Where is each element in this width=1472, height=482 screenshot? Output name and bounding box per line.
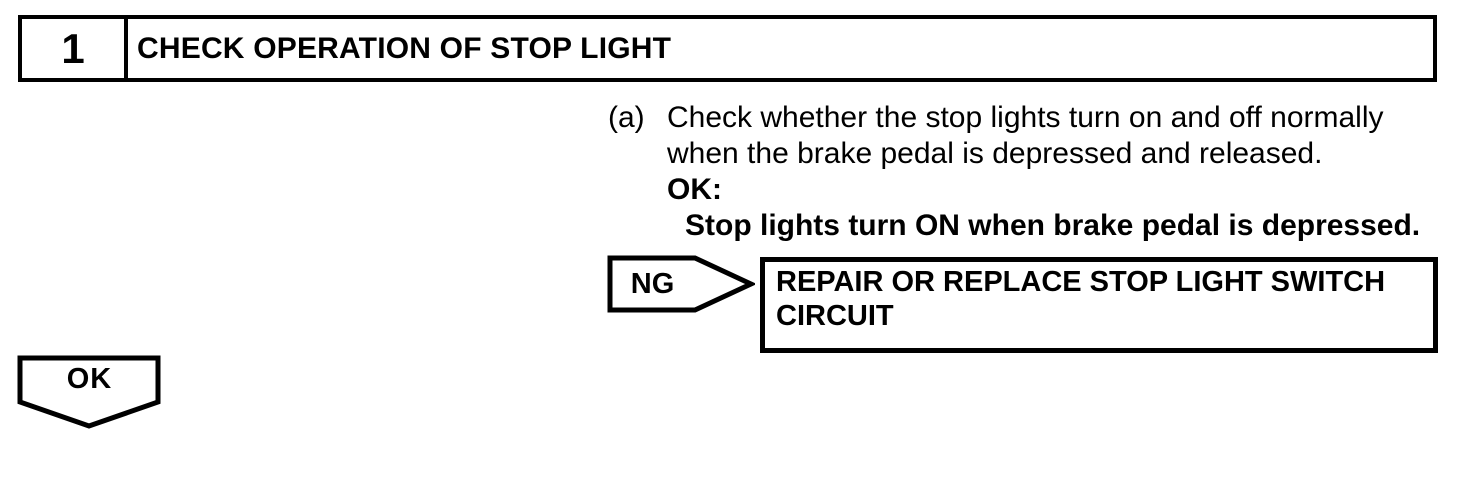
ok-spec-condition: Stop lights turn ON when brake pedal is …	[685, 209, 1421, 242]
instruction-line: (a) Check whether the stop lights turn o…	[608, 100, 1458, 136]
ok-branch-label: OK	[66, 362, 113, 395]
step-title: CHECK OPERATION OF STOP LIGHT	[137, 31, 672, 65]
ng-arrow-shape	[607, 255, 755, 313]
instruction-text-line-2: when the brake pedal is depressed and re…	[667, 137, 1323, 170]
instruction-block: (a) Check whether the stop lights turn o…	[608, 100, 1458, 244]
instruction-text-line-1: Check whether the stop lights turn on an…	[667, 101, 1384, 134]
step-header: 1 CHECK OPERATION OF STOP LIGHT	[18, 15, 1437, 82]
ng-branch-label: NG	[630, 267, 675, 300]
ok-connector-shape	[17, 355, 161, 429]
step-number: 1	[22, 19, 128, 78]
ok-spec-label: OK:	[667, 173, 722, 206]
instruction-marker: (a)	[608, 101, 645, 134]
ng-action-box: REPAIR OR REPLACE STOP LIGHT SWITCH CIRC…	[760, 257, 1438, 353]
